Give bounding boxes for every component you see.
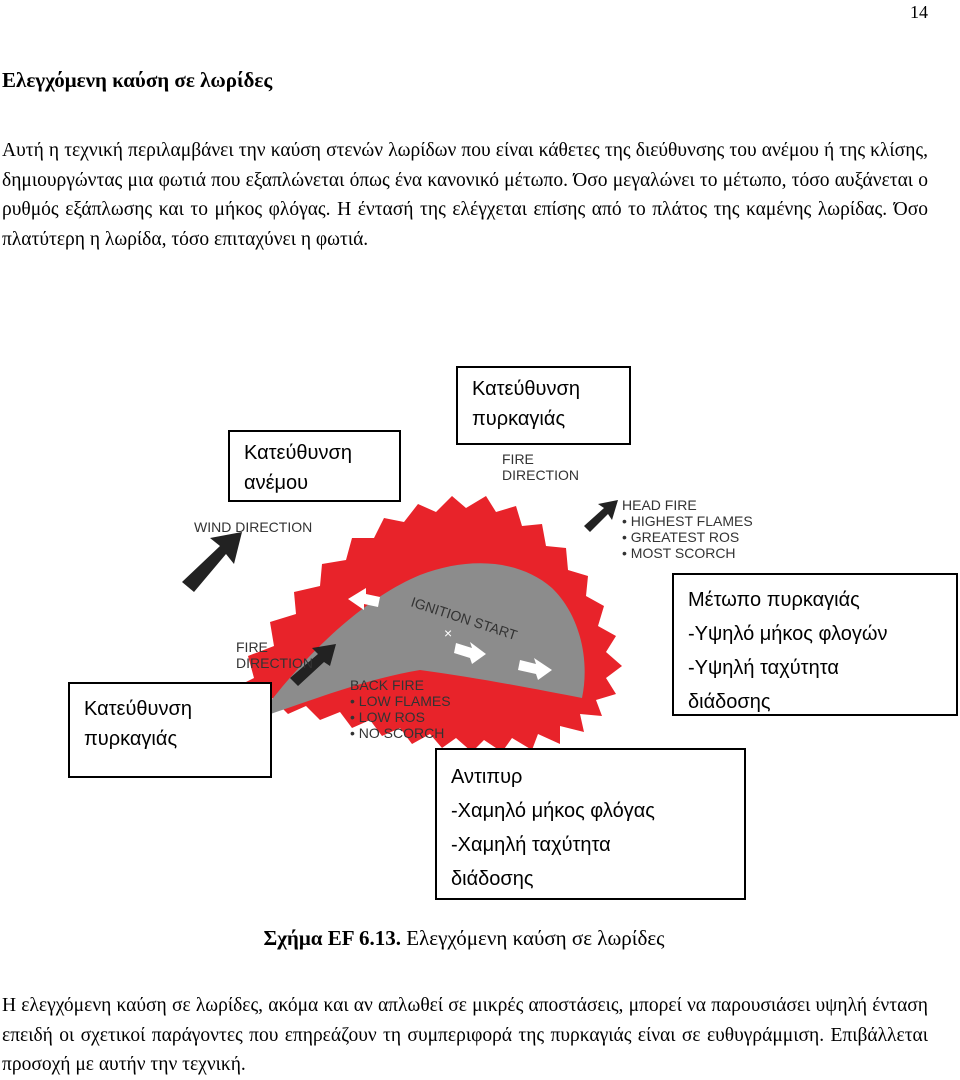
callout-line: -Υψηλή ταχύτητα <box>688 657 839 679</box>
ignition-arrows <box>348 588 552 680</box>
fire-arrow-left <box>290 644 336 686</box>
wind-arrow <box>182 532 242 592</box>
fire-diagram: × IGNITION START WIND DIRECTION FIRE DIR… <box>182 451 753 752</box>
head-fire-label-2: • GREATEST ROS <box>622 529 739 545</box>
fire-direction-top-label-1: FIRE <box>502 451 534 467</box>
callout-line: -Χαμηλή ταχύτητα <box>451 834 611 856</box>
back-fire-label-2: • LOW ROS <box>350 709 425 725</box>
head-fire-label-3: • MOST SCORCH <box>622 545 736 561</box>
direction-arrows <box>182 500 618 686</box>
closing-paragraph: Η ελεγχόμενη καύση σε λωρίδες, ακόμα και… <box>2 995 928 1075</box>
caption-number: Σχήμα EF 6.13. <box>263 926 402 950</box>
caption-text: Ελεγχόμενη καύση σε λωρίδες <box>401 926 665 950</box>
ignition-x: × <box>444 625 452 641</box>
fire-arrow-top <box>584 500 618 532</box>
wind-direction-label: WIND DIRECTION <box>194 519 312 535</box>
callout-line: Μέτωπο πυρκαγιάς <box>688 589 860 611</box>
fire-direction-left-label-2: DIRECTION <box>236 655 313 671</box>
callout-line: Αντιπυρ <box>451 766 523 788</box>
head-fire-label-1: • HIGHEST FLAMES <box>622 513 753 529</box>
back-fire-label-3: • NO SCORCH <box>350 725 444 741</box>
back-fire-callout: Αντιπυρ -Χαμηλό μήκος φλόγας -Χαμηλή ταχ… <box>435 748 746 900</box>
fire-direction-left-callout: Κατεύθυνση πυρκαγιάς <box>68 682 272 778</box>
callout-line: Κατεύθυνση <box>472 378 580 400</box>
back-fire-label-0: BACK FIRE <box>350 677 424 693</box>
callout-line: Κατεύθυνση <box>244 442 352 464</box>
callout-line: διάδοσης <box>688 691 771 713</box>
intro-paragraph: Αυτή η τεχνική περιλαμβάνει την καύση στ… <box>2 140 928 250</box>
back-fire-label-1: • LOW FLAMES <box>350 693 451 709</box>
head-fire-callout: Μέτωπο πυρκαγιάς -Υψηλό μήκος φλογών -Υψ… <box>672 573 958 716</box>
callout-line: διάδοσης <box>451 868 534 890</box>
page-number: 14 <box>910 2 928 22</box>
wind-direction-callout: Κατεύθυνση ανέμου <box>228 430 401 502</box>
callout-line: πυρκαγιάς <box>472 408 566 430</box>
fire-direction-left-label-1: FIRE <box>236 639 268 655</box>
fire-direction-top-callout: Κατεύθυνση πυρκαγιάς <box>456 366 631 445</box>
callout-line: -Χαμηλό μήκος φλόγας <box>451 800 655 822</box>
strip-burn-figure: × IGNITION START WIND DIRECTION FIRE DIR… <box>0 360 960 920</box>
callout-line: Κατεύθυνση <box>84 698 192 720</box>
figure-caption: Σχήμα EF 6.13. Ελεγχόμενη καύση σε λωρίδ… <box>0 926 928 951</box>
section-heading: Ελεγχόμενη καύση σε λωρίδες <box>2 68 273 92</box>
callout-line: ανέμου <box>244 472 309 494</box>
fire-direction-top-label-2: DIRECTION <box>502 467 579 483</box>
burned-area <box>258 563 585 718</box>
callout-line: -Υψηλό μήκος φλογών <box>688 623 888 645</box>
callout-line: πυρκαγιάς <box>84 728 178 750</box>
head-fire-label-0: HEAD FIRE <box>622 497 697 513</box>
